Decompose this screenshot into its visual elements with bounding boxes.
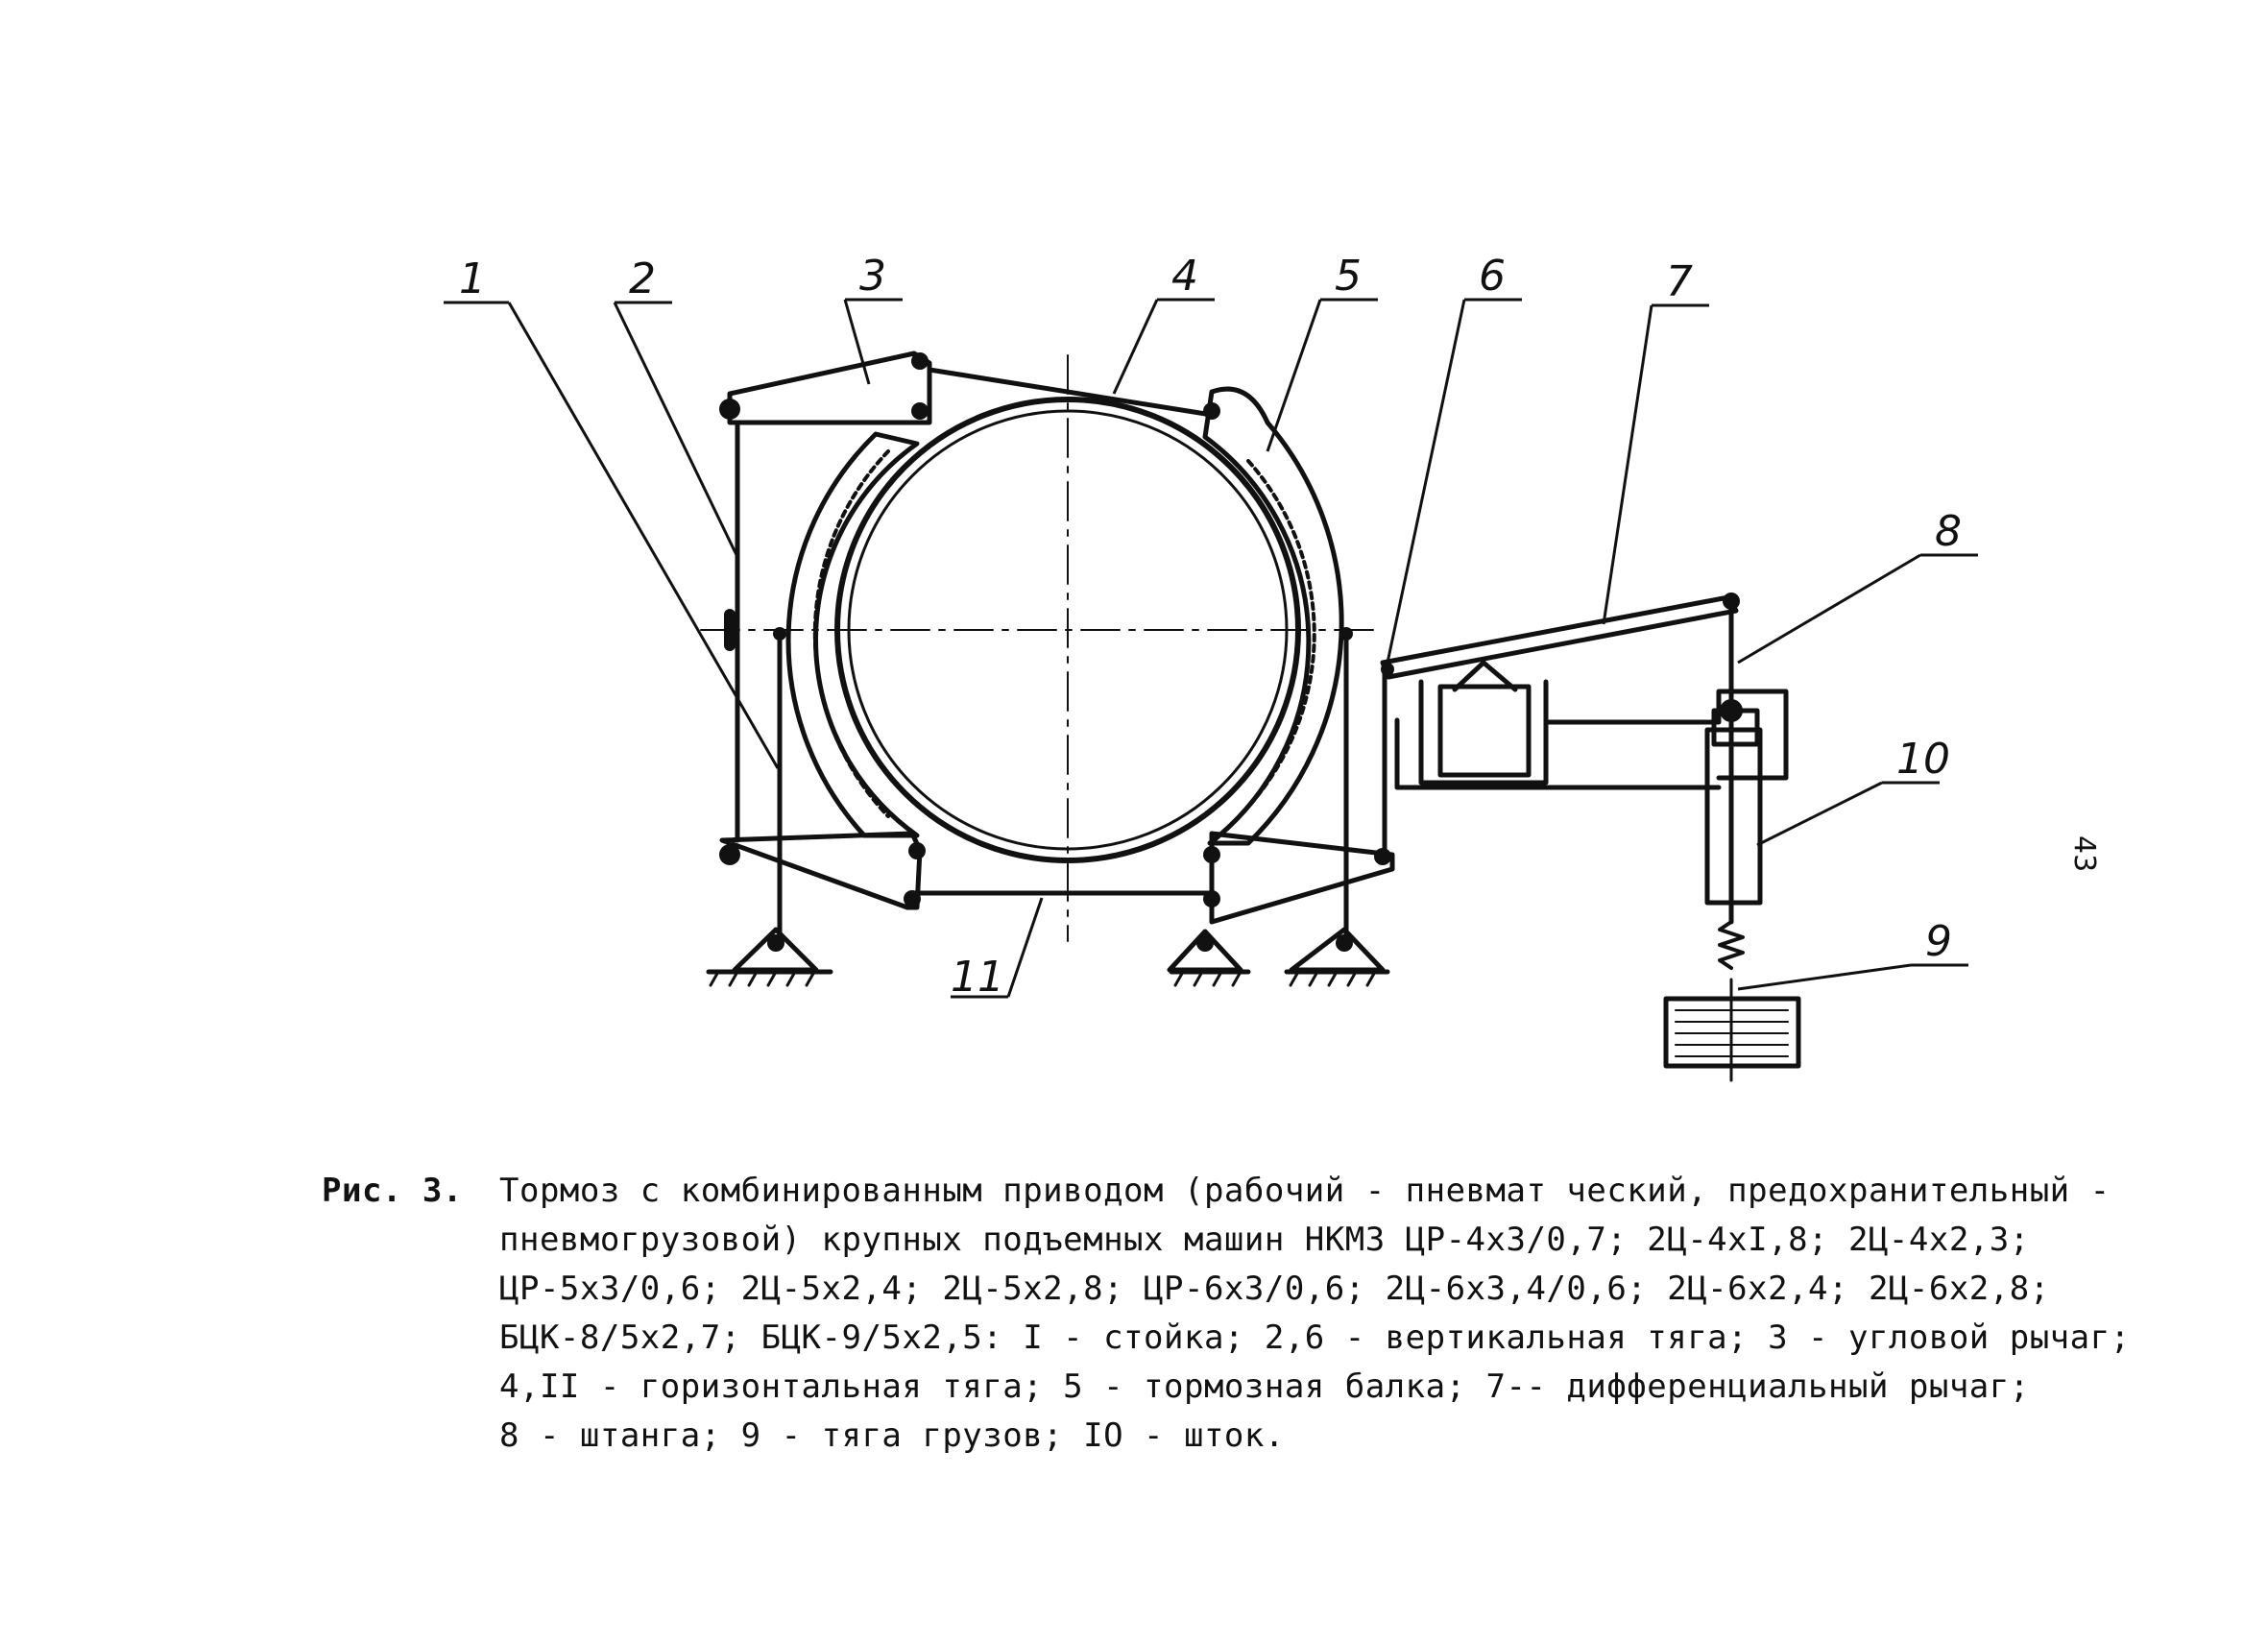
ground-hatching [709, 970, 1377, 987]
label-11: 11 [951, 953, 1004, 1002]
label-4: 4 [1171, 252, 1198, 301]
label-8: 8 [1935, 507, 1962, 556]
lower-right-lever [1209, 831, 1395, 925]
label-10: 10 [1896, 735, 1950, 784]
left-brake-lining [812, 449, 890, 818]
spring [1718, 920, 1745, 970]
cylinder-link-left [1452, 660, 1486, 692]
cylinder-link-right [1481, 660, 1518, 692]
caption-line: 4,II - горизонтальная тяга; 5 - тормозна… [499, 1367, 2030, 1406]
caption-line: 8 - штанга; 9 - тяга грузов; IO - шток. [499, 1416, 1285, 1455]
caption-line: Тормоз с комбинированным приводом (рабоч… [499, 1172, 2111, 1210]
stem-10-guide [1704, 727, 1763, 906]
horizontal-rod-4 [927, 367, 1215, 418]
label-6: 6 [1479, 252, 1506, 301]
right-brake-lining [1246, 459, 1316, 809]
right-brake-beam [1202, 386, 1344, 846]
lower-left-lever [719, 831, 923, 910]
figure-caption: Рис. 3. Тормоз с комбинированным приводо… [322, 1167, 2131, 1461]
label-9: 9 [1925, 917, 1952, 966]
brake-drum [834, 397, 1301, 863]
caption-line: пневмогрузовой) крупных подъемных машин … [499, 1221, 2030, 1259]
brake-drum-rim [847, 409, 1289, 851]
cylinder-housing [1418, 679, 1549, 786]
left-brake-beam [785, 431, 920, 838]
label-1: 1 [459, 254, 486, 303]
caption-line: БЦК-8/5х2,7; БЦК-9/5х2,5: I - стойка; 2,… [499, 1318, 2131, 1357]
pipe-frame [1394, 689, 1789, 790]
differential-lever-7 [1380, 594, 1739, 680]
label-3: 3 [859, 252, 886, 301]
pneumatic-cylinder [1437, 684, 1532, 778]
pins [719, 352, 1743, 952]
upper-angle-lever [727, 351, 932, 425]
caption-prefix: Рис. 3. [322, 1172, 463, 1210]
caption-line: ЦР-5х3/0,6; 2Ц-5х2,4; 2Ц-5х2,8; ЦР-6х3/0… [499, 1270, 2050, 1308]
label-2: 2 [629, 254, 656, 303]
label-7: 7 [1666, 257, 1693, 306]
label-5: 5 [1335, 252, 1362, 301]
support-right [1289, 927, 1386, 973]
page-number: 43 [2067, 835, 2101, 873]
